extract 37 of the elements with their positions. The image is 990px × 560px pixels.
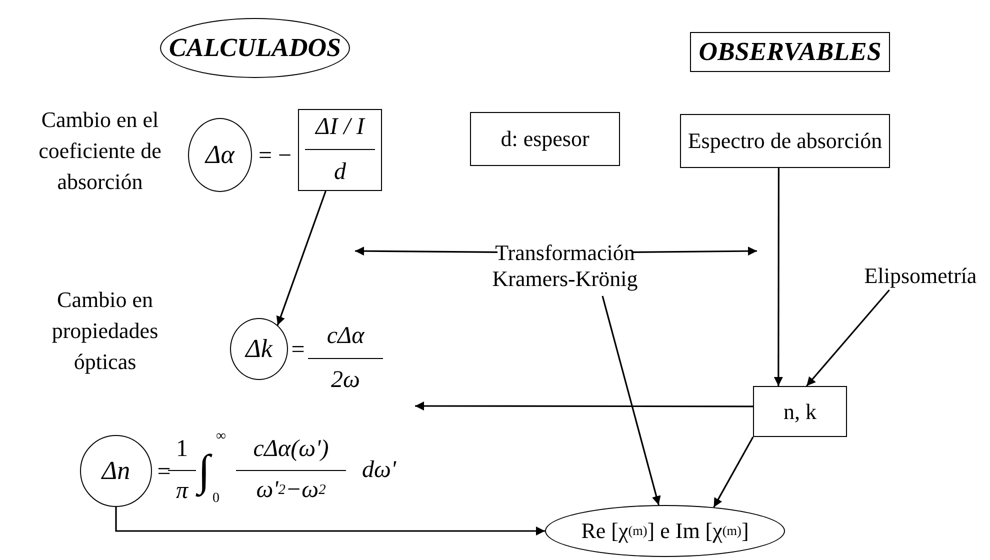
section-heading-box: OBSERVABLES	[690, 32, 890, 72]
numerator: 1	[175, 434, 189, 464]
process-box: Espectro de absorción	[680, 114, 890, 168]
variable-circle: Δn	[80, 435, 152, 507]
numerator: cΔα(ω')	[252, 434, 330, 464]
result-ellipse: Re [χ$^{(m)}$] e Im [χ$^{(m)}$]	[545, 505, 785, 557]
arrow	[602, 296, 661, 506]
arrow	[713, 436, 754, 508]
integral-limit: ∞	[215, 428, 227, 446]
method-label: Transformación Kramers-Krönig	[490, 236, 640, 296]
section-heading-oval: CALCULADOS	[160, 18, 350, 78]
math-operator: = −	[257, 142, 293, 170]
math-operator: =	[290, 336, 306, 364]
math-operator: =	[156, 458, 172, 486]
integral-sign: ∫	[194, 436, 214, 504]
denominator: 2ω	[330, 366, 361, 394]
formula-box	[298, 109, 382, 191]
arrow	[115, 507, 545, 536]
arrow	[415, 402, 753, 410]
numerator: cΔα	[326, 322, 366, 350]
arrow	[276, 190, 326, 326]
denominator: d	[334, 158, 346, 186]
variable-circle: Δk	[230, 318, 288, 380]
differential: dω'	[360, 456, 398, 484]
arrow	[806, 289, 890, 387]
method-label: Elipsometría	[858, 262, 983, 290]
result-box: n, k	[753, 386, 847, 437]
variable-circle: Δα	[188, 118, 252, 192]
denominator: π	[174, 476, 190, 506]
arrow	[774, 168, 783, 386]
integral-limit: 0	[212, 490, 220, 508]
numerator: ΔI / I	[316, 114, 364, 142]
description-text: Cambio en el coeficiente de absorción	[38, 106, 162, 196]
arrow	[355, 246, 498, 256]
note-box: d: espesor	[470, 112, 620, 166]
arrow	[632, 246, 757, 256]
description-text: Cambio en propiedades ópticas	[50, 286, 160, 376]
